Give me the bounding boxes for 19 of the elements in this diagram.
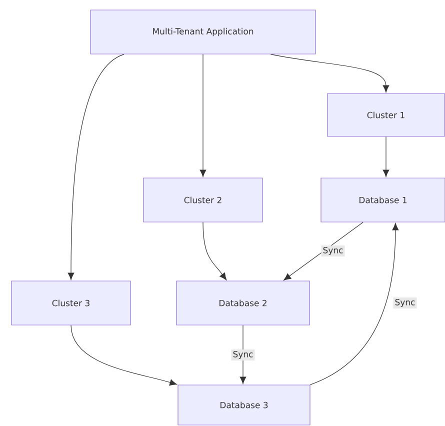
- arrow: [68, 54, 124, 280]
- process-box: Database 3: [178, 384, 310, 426]
- process-box: Multi-Tenant Application: [90, 10, 316, 54]
- edge-label: Sync: [231, 349, 255, 361]
- edge-label: Sync: [393, 297, 417, 309]
- arrow: [270, 54, 390, 92]
- arrow: [200, 54, 206, 177]
- arrow: [310, 223, 399, 385]
- process-box: Database 2: [176, 280, 310, 326]
- arrow: [284, 222, 364, 280]
- process-box: Cluster 3: [11, 280, 131, 326]
- process-box: Cluster 1: [327, 93, 445, 137]
- arrow: [70, 325, 177, 386]
- process-box: Database 1: [320, 178, 445, 222]
- arrow: [382, 136, 390, 177]
- arrow: [240, 325, 246, 384]
- edge-label: Sync: [321, 245, 345, 257]
- process-box: Cluster 2: [143, 178, 263, 222]
- arrow: [202, 222, 227, 280]
